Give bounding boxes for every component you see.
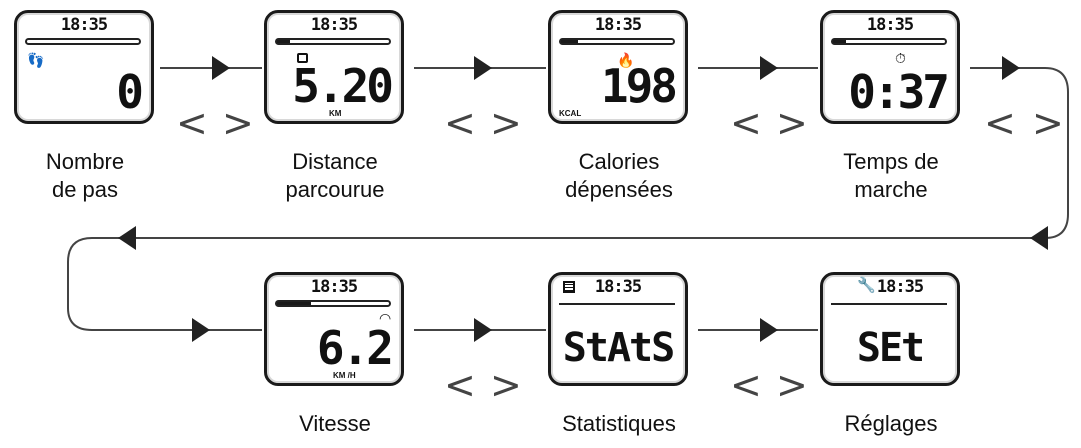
flow-arrow: [118, 226, 136, 250]
next-button[interactable]: >: [490, 363, 522, 407]
screen-time: 18:35: [866, 15, 914, 35]
progress-bar: [831, 38, 947, 45]
screen-value: 5.20: [292, 59, 394, 113]
header-separator: [559, 303, 675, 305]
progress-bar: [275, 300, 391, 307]
screen-value: 6.2: [316, 321, 394, 375]
screen-value: 0: [116, 65, 144, 119]
label-speed: Vitesse: [299, 411, 371, 436]
screen-distance[interactable]: 18:35 5.20 KM: [264, 10, 404, 124]
flow-arrow: [212, 56, 230, 80]
house-icon: [297, 53, 308, 63]
wrench-icon: 🔧: [857, 277, 876, 294]
screen-time: 18:35: [310, 277, 358, 297]
flow-arrow: [474, 318, 492, 342]
screen-time: 18:35: [876, 277, 924, 297]
screen-time: 18:35: [60, 15, 108, 35]
flow-arrow: [1002, 56, 1020, 80]
unit-label: KCAL: [559, 109, 582, 118]
screen-steps[interactable]: 18:35 👣 0: [14, 10, 154, 124]
header-separator: [831, 303, 947, 305]
screen-time: 18:35: [310, 15, 358, 35]
progress-bar: [559, 38, 675, 45]
next-button[interactable]: >: [490, 101, 522, 145]
screen-walk-time[interactable]: 18:35 ⏱ 0:37: [820, 10, 960, 124]
progress-bar: [275, 38, 391, 45]
progress-fill: [561, 40, 578, 43]
footprints-icon: 👣: [27, 52, 45, 68]
next-button[interactable]: >: [1032, 101, 1064, 145]
prev-button[interactable]: <: [730, 363, 762, 407]
next-button[interactable]: >: [776, 101, 808, 145]
screen-time: 18:35: [594, 15, 642, 35]
prev-button[interactable]: <: [444, 363, 476, 407]
screen-calories[interactable]: 18:35 🔥 198 KCAL: [548, 10, 688, 124]
flow-arrow: [474, 56, 492, 80]
calendar-icon: [563, 281, 575, 293]
progress-fill: [277, 302, 311, 305]
next-button[interactable]: >: [776, 363, 808, 407]
flow-arrow: [192, 318, 210, 342]
prev-button[interactable]: <: [730, 101, 762, 145]
screen-time: 18:35: [594, 277, 642, 297]
unit-label: KM: [329, 109, 342, 118]
progress-fill: [833, 40, 847, 43]
screen-value: 198: [600, 59, 678, 113]
label-settings: Réglages: [844, 411, 938, 436]
screen-value: SEt: [856, 325, 925, 371]
label-stats: Statistiques: [562, 411, 676, 436]
screen-value: StAtS: [562, 325, 675, 371]
prev-button[interactable]: <: [444, 101, 476, 145]
timer-icon: ⏱: [895, 50, 906, 66]
screen-stats[interactable]: 18:35 StAtS: [548, 272, 688, 386]
flow-arrow: [760, 56, 778, 80]
screen-settings[interactable]: 🔧 18:35 SEt: [820, 272, 960, 386]
flow-arrow: [760, 318, 778, 342]
screen-speed[interactable]: 18:35 ◠ 6.2 KM /H: [264, 272, 404, 386]
next-button[interactable]: >: [222, 101, 254, 145]
progress-fill: [277, 40, 291, 43]
speedometer-icon: ◠: [379, 310, 392, 326]
prev-button[interactable]: <: [176, 101, 208, 145]
flow-arrow: [1030, 226, 1048, 250]
prev-button[interactable]: <: [984, 101, 1016, 145]
flame-icon: 🔥: [617, 52, 635, 68]
screen-value: 0:37: [848, 65, 950, 119]
unit-label: KM /H: [333, 371, 356, 380]
progress-bar: [25, 38, 141, 45]
